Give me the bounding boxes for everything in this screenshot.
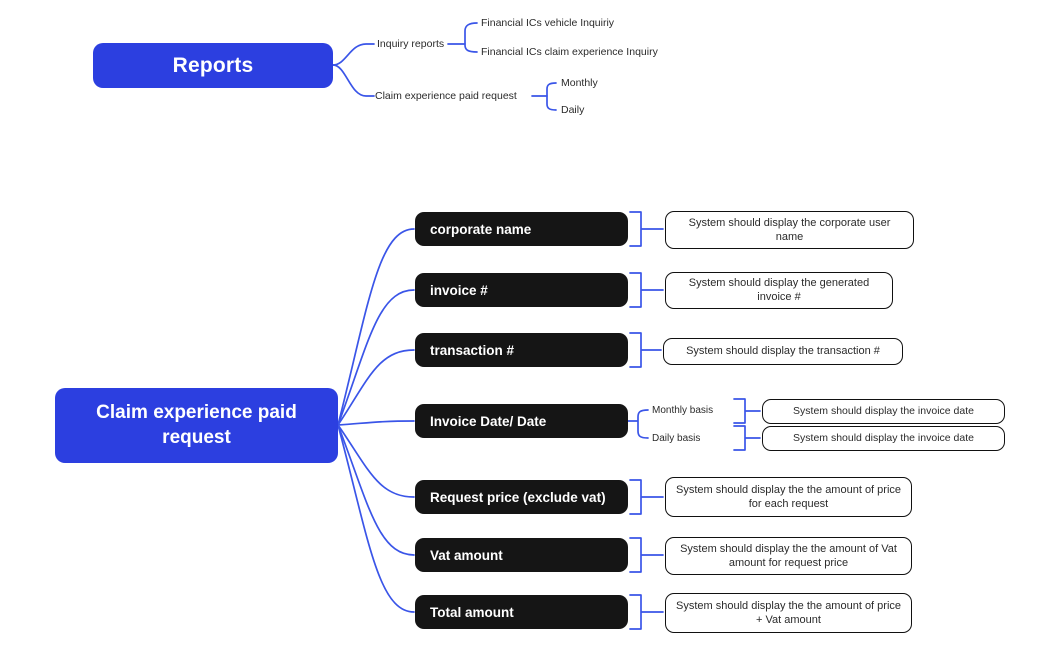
- topic-vat-amount[interactable]: Vat amount: [415, 538, 628, 572]
- note-invoice-date-monthly[interactable]: System should display the invoice date: [762, 399, 1005, 424]
- note-request-price[interactable]: System should display the the amount of …: [665, 477, 912, 517]
- fan-invoice-date: [337, 420, 415, 426]
- sub-branch-daily-basis[interactable]: Daily basis: [652, 432, 701, 444]
- topic-transaction-number[interactable]: transaction #: [415, 333, 628, 367]
- bracket-total: [629, 594, 664, 630]
- note-vat-amount[interactable]: System should display the the amount of …: [665, 537, 912, 575]
- leaf-daily[interactable]: Daily: [561, 104, 585, 116]
- brace-invoice-date-children: [627, 409, 649, 439]
- leaf-financial-vehicle-inquiry[interactable]: Financial ICs vehicle Inquiriy: [481, 17, 615, 29]
- branch-claim-experience-paid-request[interactable]: Claim experience paid request: [375, 90, 517, 102]
- bracket-transaction: [629, 332, 662, 368]
- leaf-financial-claim-inquiry[interactable]: Financial ICs claim experience Inquiry: [481, 46, 658, 58]
- topic-note-brackets: [627, 211, 761, 630]
- fan-vat: [337, 424, 415, 556]
- connector-reports-inquiry: [332, 43, 375, 66]
- connector-reports-claim: [332, 64, 375, 97]
- topic-invoice-date[interactable]: Invoice Date/ Date: [415, 404, 628, 438]
- topic-request-price[interactable]: Request price (exclude vat): [415, 480, 628, 514]
- bracket-request-price: [629, 479, 664, 515]
- note-corporate-name[interactable]: System should display the corporate user…: [665, 211, 914, 249]
- fan-corporate: [337, 228, 415, 426]
- reports-connectors: [332, 22, 557, 111]
- topic-total-amount[interactable]: Total amount: [415, 595, 628, 629]
- topic-invoice-number[interactable]: invoice #: [415, 273, 628, 307]
- note-invoice-number[interactable]: System should display the generated invo…: [665, 272, 893, 309]
- branch-inquiry-reports[interactable]: Inquiry reports: [377, 38, 445, 50]
- fan-invoice: [337, 289, 415, 426]
- bracket-invoice: [629, 272, 664, 308]
- bracket-corporate: [629, 211, 664, 247]
- reports-root-node[interactable]: Reports: [93, 43, 333, 88]
- claim-fan-connectors: [337, 228, 415, 613]
- note-transaction-number[interactable]: System should display the transaction #: [663, 338, 903, 365]
- note-total-amount[interactable]: System should display the the amount of …: [665, 593, 912, 633]
- leaf-monthly[interactable]: Monthly: [561, 77, 598, 89]
- bracket-vat: [629, 537, 664, 573]
- topic-corporate-name[interactable]: corporate name: [415, 212, 628, 246]
- brace-claim-children: [546, 82, 557, 111]
- brace-inquiry-children: [464, 22, 478, 53]
- bracket-monthly-basis: [733, 398, 761, 424]
- fan-request-price: [337, 424, 415, 498]
- note-invoice-date-daily[interactable]: System should display the invoice date: [762, 426, 1005, 451]
- fan-transaction: [337, 349, 415, 426]
- claim-root-node[interactable]: Claim experience paid request: [55, 388, 338, 463]
- fan-total: [337, 424, 415, 613]
- bracket-daily-basis: [733, 425, 761, 451]
- sub-branch-monthly-basis[interactable]: Monthly basis: [652, 404, 714, 416]
